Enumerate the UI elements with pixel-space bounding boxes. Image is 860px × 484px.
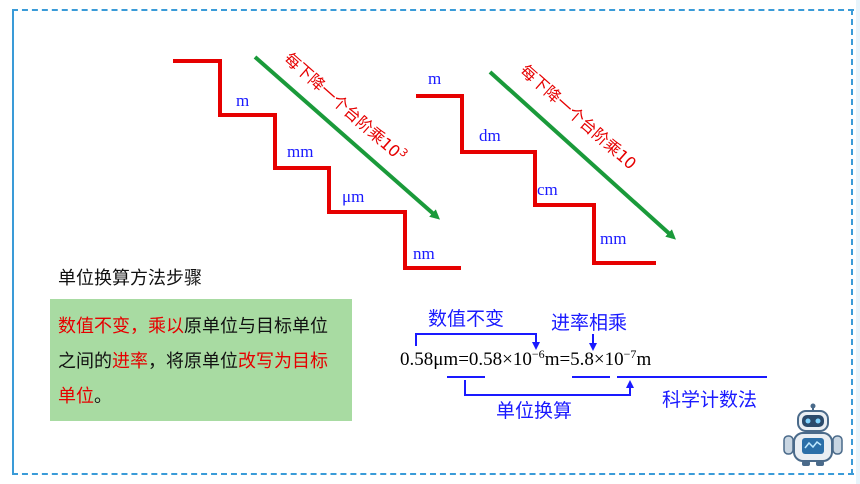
side-strip	[856, 0, 860, 484]
method-text-red-2: 进率	[112, 351, 148, 372]
robot-mascot-icon	[783, 403, 843, 466]
left-descent-arrow	[253, 55, 441, 220]
right-unit-mm: mm	[600, 229, 626, 248]
left-unit-mm: mm	[287, 142, 313, 161]
left-unit-nm: nm	[413, 244, 435, 263]
formula-part-1: 0.58μm=0.58×10	[400, 349, 532, 370]
method-text-2: ，将原单位	[148, 351, 238, 372]
formula-exponent-1: −6	[532, 347, 545, 361]
frame-top-border	[12, 9, 854, 11]
annotation-multiply-rate: 进率相乘	[551, 312, 627, 334]
unit-conversion-bracket	[464, 380, 634, 396]
method-text-red-3: 改写为目标单位	[58, 351, 328, 407]
right-descent-arrow	[488, 70, 676, 240]
method-note-box: 数值不变，乘以原单位与目标单位之间的进率，将原单位改写为目标单位。	[50, 299, 352, 421]
formula-exponent-2: −7	[624, 347, 637, 361]
frame-left-border	[12, 9, 14, 475]
annotation-unit-conversion: 单位换算	[496, 400, 572, 422]
method-text-red-1: 数值不变，乘以	[58, 316, 184, 337]
right-unit-cm: cm	[537, 180, 558, 199]
left-unit-m: m	[236, 91, 249, 110]
formula-part-2: m=5.8×10	[545, 349, 624, 370]
right-staircase	[416, 94, 656, 265]
left-unit-um: μm	[342, 187, 364, 206]
right-unit-m: m	[428, 69, 441, 88]
left-staircase	[173, 59, 461, 270]
formula-part-3: m	[636, 349, 651, 370]
method-title: 单位换算方法步骤	[58, 268, 202, 289]
frame-bottom-border	[12, 473, 854, 475]
conversion-formula: 0.58μm=0.58×10−6m=5.8×10−7m	[400, 347, 651, 370]
frame-right-border	[851, 9, 853, 475]
annotation-keep-value: 数值不变	[428, 308, 504, 330]
method-text-3: 。	[94, 386, 112, 407]
method-text-1: 原单位与目标单位之间的	[58, 316, 328, 372]
keep-value-bracket	[415, 333, 540, 350]
right-unit-dm: dm	[479, 126, 501, 145]
annotation-sci-notation: 科学计数法	[662, 389, 757, 411]
